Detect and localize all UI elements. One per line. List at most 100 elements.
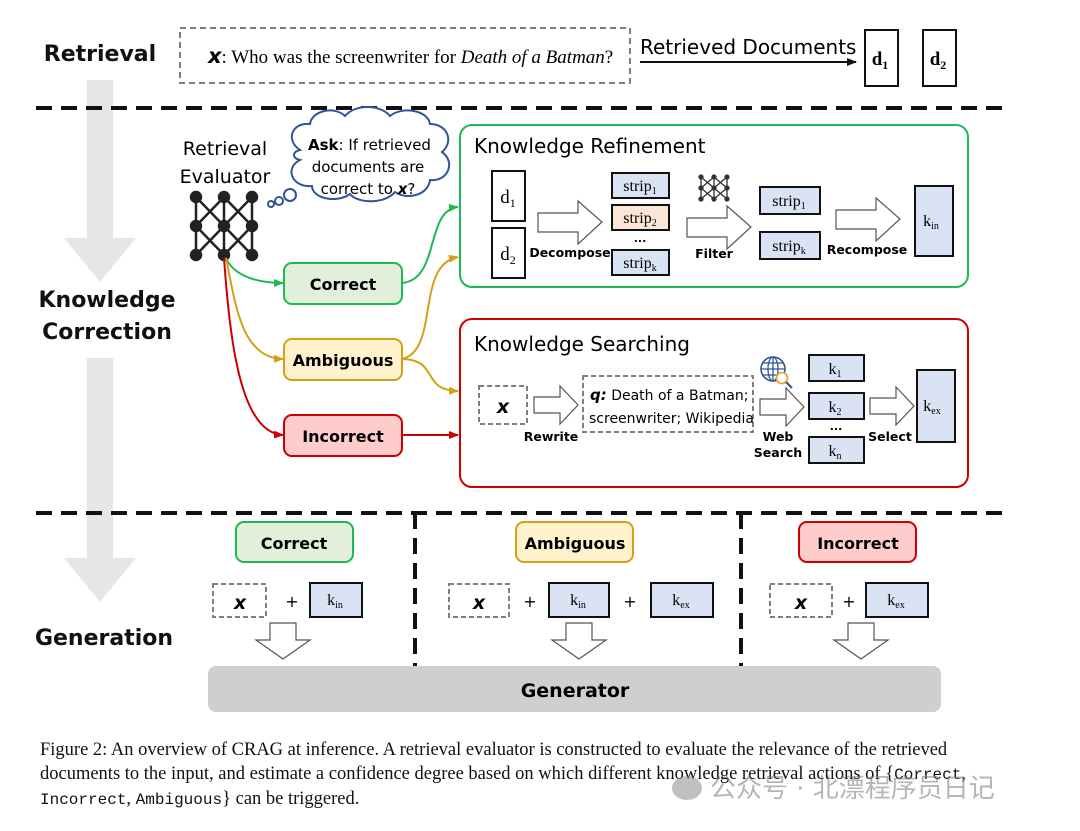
svg-text:stripk: stripk (772, 238, 805, 257)
svg-text:kin: kin (327, 592, 343, 611)
generation-ambiguous-column: Ambiguous x + kin + kex (448, 521, 714, 660)
svg-text:kin: kin (570, 592, 586, 611)
generator-block: Generator (208, 666, 941, 712)
svg-text:strip1: strip1 (623, 178, 656, 197)
generation-incorrect-column: Incorrect x + kex (769, 521, 929, 660)
caption-code-correct: Correct (894, 766, 962, 784)
refinement-title: Knowledge Refinement (474, 134, 706, 158)
section-title-correction: Correction (42, 320, 172, 345)
correct-to-refinement-arrow (401, 203, 459, 284)
search-result-kn: kn (808, 436, 865, 464)
query-title: Death of a Batman (460, 47, 605, 68)
retrieved-document-d2: d2 (922, 29, 957, 87)
watermark-text: 公众号 · 北漂程序员日记 (710, 774, 995, 804)
svg-text:+: + (523, 592, 536, 611)
generation-incorrect-label: Incorrect (817, 534, 899, 553)
select-label: Select (868, 429, 912, 444)
svg-text:kn: kn (829, 443, 842, 462)
svg-text:x: x (496, 396, 510, 418)
svg-text:+: + (285, 592, 298, 611)
action-ambiguous: Ambiguous (283, 338, 403, 381)
svg-text:Ask: If retrieved: Ask: If retrieved (308, 136, 431, 154)
thought-line2: documents are (312, 158, 425, 176)
decompose-label: Decompose (529, 245, 610, 260)
search-result-k2: k2 (808, 392, 865, 420)
web-search-label-line1: Web (763, 429, 794, 444)
filter-network-icon (698, 174, 730, 202)
svg-text:+: + (623, 592, 636, 611)
web-search-arrow (759, 386, 805, 428)
knowledge-searching-panel: Knowledge Searching x Rewrite q: Death o… (459, 318, 969, 488)
svg-text:+: + (842, 592, 855, 611)
neural-network-icon (189, 190, 259, 262)
svg-text:Incorrect: Incorrect (302, 427, 384, 446)
thought-cloud: Ask: If retrieved documents are correct … (267, 106, 451, 208)
filtered-strip-k: stripk (759, 231, 821, 260)
svg-text:Ambiguous: Ambiguous (293, 351, 394, 370)
evaluator-to-correct-arrow (225, 257, 284, 287)
strip-ellipsis: ... (634, 232, 647, 245)
watermark: 公众号 · 北漂程序员日记 (672, 768, 995, 805)
svg-text:d1: d1 (500, 187, 516, 210)
query-variable: x (207, 44, 223, 68)
evaluator-label-line1: Retrieval (183, 138, 267, 160)
caption-code-ambiguous: Ambiguous (135, 791, 223, 809)
globe-search-icon (760, 356, 793, 389)
query-text-prefix: : Who was the screenwriter for (222, 47, 461, 68)
svg-text:d2: d2 (500, 244, 516, 267)
rewrite-arrow (533, 384, 579, 426)
section-title-knowledge: Knowledge (38, 288, 175, 313)
refinement-input-d1: d1 (491, 170, 526, 222)
svg-text:kex: kex (923, 398, 940, 417)
stage-flow-arrow-2 (64, 358, 136, 602)
decompose-arrow (537, 199, 603, 246)
search-input-x: x (478, 385, 528, 425)
strip-k: stripk (611, 249, 670, 276)
search-result-k1: k1 (808, 354, 865, 382)
strip-2-highlighted: strip2 (611, 204, 670, 231)
strip-1: strip1 (611, 172, 670, 199)
external-knowledge-k-ex: kex (916, 369, 956, 443)
figure-caption: Figure 2: An overview of CRAG at inferen… (40, 740, 966, 809)
generation-incorrect-down-arrow (832, 622, 890, 660)
generation-ambiguous-down-arrow (550, 622, 608, 660)
query-text-suffix: ? (605, 47, 613, 68)
generation-correct-label: Correct (261, 534, 328, 553)
svg-text:x: x (233, 592, 247, 614)
select-arrow (869, 385, 915, 427)
generation-correct-column: Correct x + kin (212, 521, 363, 660)
caption-text-part2: can be triggered. (230, 789, 360, 809)
svg-text:kin: kin (923, 213, 939, 232)
generator-label: Generator (521, 680, 630, 702)
rewritten-query-box: q: Death of a Batman; screenwriter; Wiki… (582, 375, 754, 433)
retrieved-documents-label: Retrieved Documents (640, 35, 856, 59)
caption-code-incorrect: Incorrect (40, 791, 127, 809)
action-incorrect: Incorrect (283, 414, 403, 457)
recompose-label: Recompose (827, 242, 908, 257)
svg-text:q: Death of a Batman;: q: Death of a Batman; (590, 386, 748, 404)
recompose-arrow (835, 196, 901, 243)
filter-arrow (686, 204, 752, 251)
svg-text:k1: k1 (829, 361, 842, 380)
action-correct: Correct (283, 262, 403, 305)
web-search-label-line2: Search (754, 445, 802, 460)
knowledge-refinement-panel: Knowledge Refinement d1 d2 Decompose str… (459, 124, 969, 288)
ambiguous-to-refinement-arrow (401, 254, 459, 360)
refinement-input-d2: d2 (491, 227, 526, 279)
ambiguous-to-searching-arrow (401, 358, 459, 395)
rewrite-label: Rewrite (524, 429, 579, 444)
svg-text:correct to x?: correct to x? (321, 180, 416, 198)
filter-label: Filter (695, 246, 734, 261)
searching-title: Knowledge Searching (474, 332, 690, 356)
search-result-ellipsis: ... (830, 420, 843, 433)
generation-ambiguous-label: Ambiguous (525, 534, 626, 553)
section-title-generation: Generation (35, 626, 173, 651)
svg-text:x: x (794, 592, 808, 614)
svg-text:Correct: Correct (310, 275, 377, 294)
svg-text:strip1: strip1 (772, 193, 805, 212)
filtered-strip-1: strip1 (759, 186, 821, 215)
query-box: x: Who was the screenwriter for Death of… (179, 27, 631, 84)
thought-ask: Ask (308, 136, 340, 154)
svg-text:kex: kex (672, 592, 689, 611)
